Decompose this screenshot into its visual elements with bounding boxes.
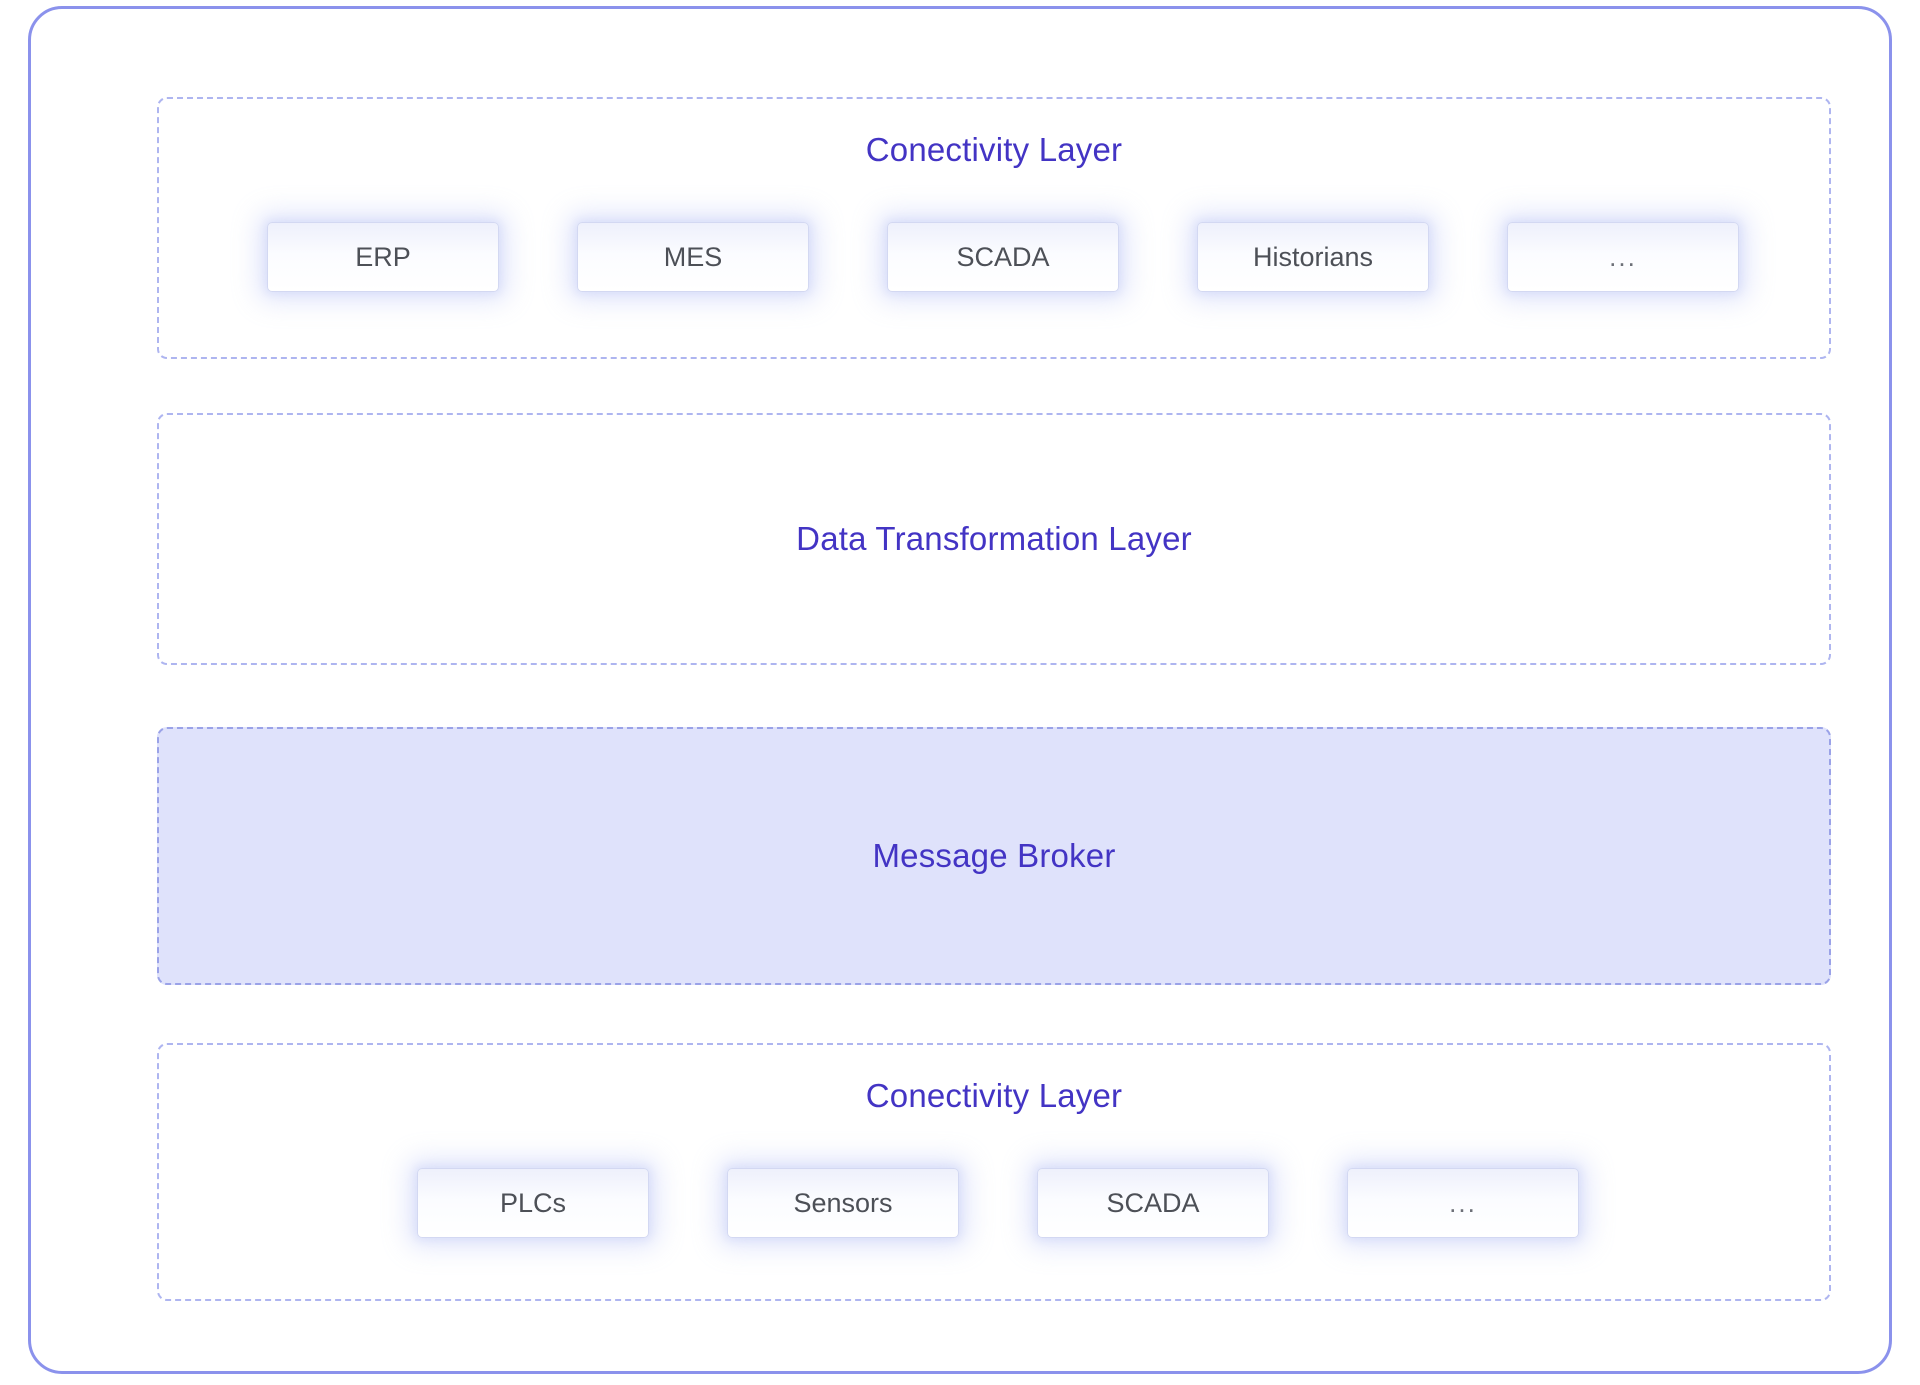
chip-sensors[interactable]: Sensors: [727, 1168, 959, 1238]
layer-connectivity-bottom: Conectivity Layer PLCs Sensors SCADA ...: [157, 1043, 1831, 1301]
chip-mes[interactable]: MES: [577, 222, 809, 292]
chip-more-bottom[interactable]: ...: [1347, 1168, 1579, 1238]
chip-historians[interactable]: Historians: [1197, 222, 1429, 292]
layer-connectivity-top: Conectivity Layer ERP MES SCADA Historia…: [157, 97, 1831, 359]
chip-erp[interactable]: ERP: [267, 222, 499, 292]
layer-message-broker-title: Message Broker: [872, 837, 1116, 874]
connectivity-bottom-chip-row: PLCs Sensors SCADA ...: [417, 1163, 1579, 1243]
architecture-diagram: Conectivity Layer ERP MES SCADA Historia…: [28, 6, 1892, 1374]
chip-more-top[interactable]: ...: [1507, 222, 1739, 292]
layer-connectivity-bottom-title: Conectivity Layer: [865, 1077, 1123, 1114]
layer-message-broker: Message Broker: [157, 727, 1831, 985]
chip-scada[interactable]: SCADA: [887, 222, 1119, 292]
layer-data-transformation-title: Data Transformation Layer: [796, 520, 1192, 557]
layer-stack: Conectivity Layer ERP MES SCADA Historia…: [131, 9, 1831, 1371]
layer-connectivity-top-title: Conectivity Layer: [865, 131, 1123, 168]
chip-scada-bottom[interactable]: SCADA: [1037, 1168, 1269, 1238]
chip-plcs[interactable]: PLCs: [417, 1168, 649, 1238]
connectivity-top-chip-row: ERP MES SCADA Historians ...: [267, 217, 1739, 297]
layer-data-transformation: Data Transformation Layer: [157, 413, 1831, 665]
